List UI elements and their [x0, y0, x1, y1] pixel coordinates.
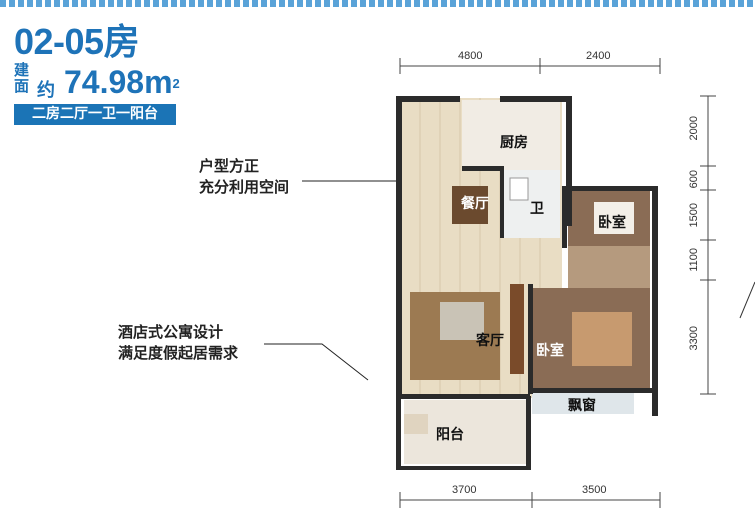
dim-right-2: 600	[688, 170, 700, 189]
note2-line2: 满足度假起居需求	[118, 344, 239, 362]
room-bedroom-2: 卧室	[536, 343, 564, 359]
top-border-stripe	[0, 0, 755, 7]
dim-top-2: 2400	[586, 50, 611, 62]
right-dimension-lines	[700, 95, 716, 395]
wardrobe-area	[568, 246, 650, 288]
area-approx: 约	[37, 80, 55, 101]
room-kitchen: 厨房	[500, 135, 528, 151]
unit-number-title: 02-05房	[14, 21, 140, 62]
dim-right-1: 2000	[688, 116, 700, 141]
area-superscript: 2	[172, 76, 180, 91]
walls	[396, 96, 658, 470]
balcony-chair	[404, 414, 428, 434]
bed	[572, 312, 632, 366]
area-value: 74.98m2	[64, 64, 180, 100]
toilet	[509, 177, 529, 201]
room-bathroom: 卫	[530, 201, 544, 217]
bed-small	[594, 202, 634, 234]
coffee-table	[440, 302, 484, 340]
dim-right-5: 3300	[688, 326, 700, 351]
room-bedroom-1: 卧室	[598, 215, 626, 231]
note1-line2: 充分利用空间	[199, 178, 290, 196]
room-bay-window: 飘窗	[568, 398, 596, 414]
dim-right-3: 1500	[688, 203, 700, 228]
note1-line1: 户型方正	[199, 157, 260, 175]
area-number: 74.98m	[64, 64, 173, 100]
top-dimension-lines	[399, 58, 661, 74]
note-square-layout: 户型方正 充分利用空间	[199, 156, 289, 198]
room-dining: 餐厅	[461, 196, 489, 212]
dim-bottom-2: 3500	[582, 484, 607, 496]
room-balcony: 阳台	[436, 427, 464, 443]
kitchen-floor	[462, 100, 560, 170]
layout-tag: 二房二厅一卫一阳台	[14, 104, 176, 125]
dining-table	[452, 186, 488, 224]
dim-right-4: 1100	[688, 248, 700, 272]
leader-line-2	[264, 343, 369, 381]
bottom-dimension-lines	[399, 492, 661, 508]
room-living: 客厅	[476, 333, 504, 349]
edge-line	[739, 281, 755, 319]
note2-line1: 酒店式公寓设计	[118, 323, 224, 341]
note-hotel-design: 酒店式公寓设计 满足度假起居需求	[118, 322, 238, 364]
area-prefix: 建面	[14, 61, 30, 95]
tv-cabinet	[510, 284, 524, 374]
bay-window-floor	[532, 392, 634, 414]
dim-top-1: 4800	[458, 50, 483, 62]
dim-bottom-1: 3700	[452, 484, 477, 496]
